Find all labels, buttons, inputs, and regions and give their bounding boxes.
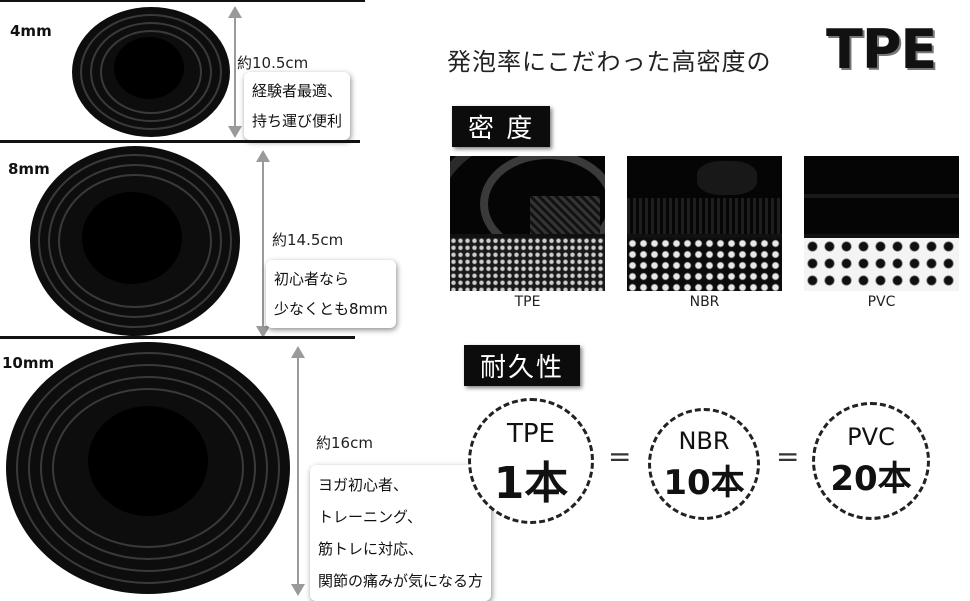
foam-pattern: [627, 238, 782, 291]
arrow-up-icon: [256, 150, 270, 162]
durability-count: 20本: [830, 459, 912, 499]
note-line: 少なくとも8mm: [274, 300, 388, 318]
durability-circle-pvc: PVC 20本: [812, 402, 930, 520]
rolled-mat-4mm: [72, 7, 230, 137]
note-box-4mm: 経験者最適、 持ち運び便利: [244, 72, 351, 140]
foam-pattern: [804, 238, 959, 291]
density-label-nbr: NBR: [689, 294, 720, 310]
thickness-label-4mm: 4mm: [10, 22, 52, 40]
headline-brand: TPE: [826, 18, 937, 81]
note-line: 初心者なら: [274, 270, 350, 288]
divider-4mm-8mm: [0, 140, 360, 143]
note-line: 持ち運び便利: [252, 112, 343, 130]
diameter-label-4mm: 約10.5cm: [237, 54, 309, 72]
diameter-label-10mm: 約16cm: [316, 434, 373, 452]
equals-sign: =: [608, 440, 632, 473]
divider-top: [0, 0, 365, 2]
size-arrow-8mm: [262, 160, 264, 328]
durability-circle-tpe: TPE 1本: [468, 398, 594, 524]
durability-circle-nbr: NBR 10本: [648, 408, 760, 520]
size-arrow-10mm: [297, 356, 299, 586]
note-box-10mm: ヨガ初心者、 トレーニング、 筋トレに対応、 関節の痛みが気になる方: [310, 465, 492, 601]
density-tag: 密 度: [452, 106, 551, 147]
durability-name: PVC: [847, 423, 895, 451]
arrow-down-icon: [291, 584, 305, 596]
note-line: 関節の痛みが気になる方: [318, 572, 484, 590]
thickness-label-8mm: 8mm: [8, 160, 50, 178]
arrow-up-icon: [291, 346, 305, 358]
note-box-8mm: 初心者なら 少なくとも8mm: [266, 260, 396, 328]
rolled-mat-8mm: [30, 146, 240, 336]
density-label-pvc: PVC: [867, 294, 896, 310]
density-sample-tpe: [450, 156, 605, 291]
diameter-label-8mm: 約14.5cm: [272, 231, 344, 249]
headline-text: 発泡率にこだわった高密度の: [447, 48, 772, 76]
sample-photo: [450, 156, 605, 234]
durability-count: 1本: [493, 458, 569, 509]
density-sample-pvc: [804, 156, 959, 291]
equals-sign: =: [776, 440, 800, 473]
rolled-mat-10mm: [6, 342, 290, 594]
sample-photo: [804, 156, 959, 234]
note-line: ヨガ初心者、: [318, 476, 409, 494]
arrow-up-icon: [228, 6, 242, 18]
durability-name: NBR: [678, 427, 730, 455]
density-label-tpe: TPE: [514, 294, 541, 310]
note-line: 筋トレに対応、: [318, 540, 424, 558]
sample-photo: [627, 156, 782, 234]
thickness-label-10mm: 10mm: [2, 354, 55, 372]
note-line: 経験者最適、: [252, 82, 343, 100]
divider-8mm-10mm: [0, 336, 355, 339]
note-line: トレーニング、: [318, 508, 422, 526]
arrow-down-icon: [256, 326, 270, 338]
density-sample-nbr: [627, 156, 782, 291]
arrow-down-icon: [228, 126, 242, 138]
durability-count: 10本: [663, 463, 745, 503]
durability-name: TPE: [507, 419, 555, 449]
foam-pattern: [450, 238, 605, 291]
size-arrow-4mm: [234, 16, 236, 128]
durability-tag: 耐久性: [464, 345, 581, 386]
